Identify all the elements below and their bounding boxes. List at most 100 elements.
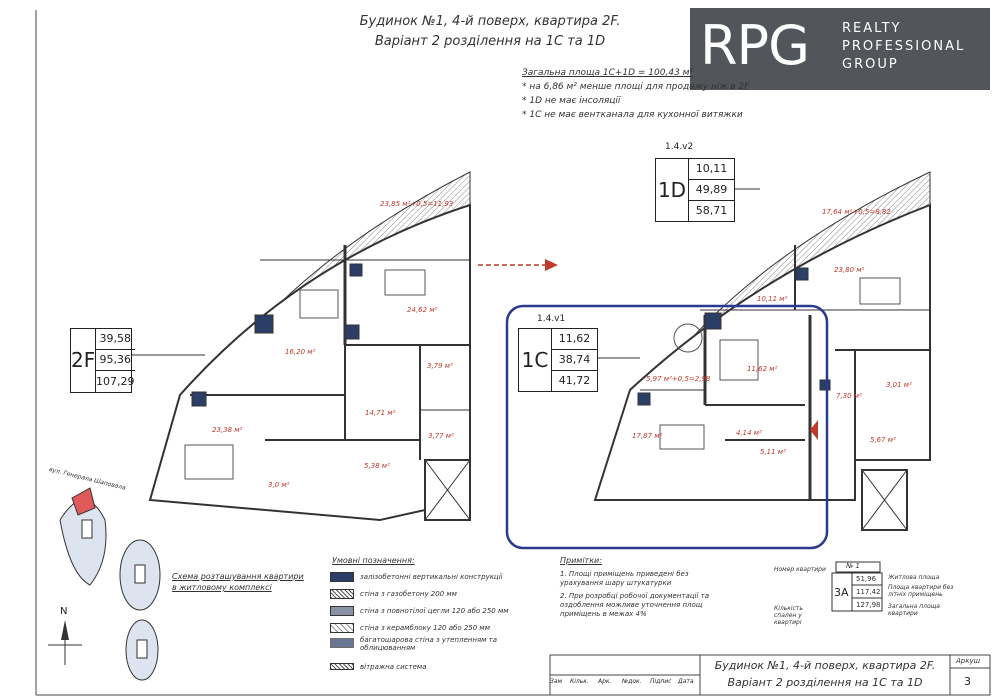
room-area: 3,77 м² [428,432,454,440]
legend-item: стіна з газобетону 200 мм [330,585,530,602]
key-right-label-1: Житлова площа [888,574,940,581]
apartment-1d-total: 58,71 [695,204,728,217]
apartment-1c-total: 41,72 [558,374,591,387]
legend-item: залізобетонні вертикальні конструкції [330,568,530,585]
header-line-2: Варіант 2 розділення на 1С та 1D [374,34,606,49]
logo-word-3: GROUP [842,57,899,72]
logo-letters: RPG [700,14,810,77]
title-block-cols: Зам Кільк. Арк. №док. Підпис Дата [550,678,700,685]
key-right-label-3: Загальна площа квартири [888,603,940,617]
room-area: 10,11 м² [757,295,788,303]
legend: залізобетонні вертикальні конструкції ст… [330,568,530,675]
title-block-col: Кільк. [570,678,589,685]
legend-item: багатошарова стіна з утепленням та облиц… [330,636,530,658]
north-arrow-icon [48,620,82,665]
legend-swatch [330,663,354,670]
apartment-1c-code: 1С [519,329,552,391]
summary-bullet-2: * 1D не має інсоляції [522,96,621,106]
room-area: 5,97 м²+0,5=2,98 [646,375,711,383]
apartment-1c-box: 1С 11,62 38,74 41,72 [518,328,598,392]
room-area: 23,38 м² [212,426,243,434]
apartment-1c-tag: 1.4.v1 [537,314,566,324]
key-right-label-2: Площа квартири без літніх приміщень [888,584,954,598]
logo-words: REALTY PROFESSIONAL GROUP [842,20,965,74]
legend-item: вітражна система [330,658,530,675]
apartment-1d-box: 1D 10,11 49,89 58,71 [655,158,735,222]
apartment-1d-living: 10,11 [689,159,734,180]
room-area: 23,80 м² [834,266,865,274]
room-area: 5,38 м² [364,462,390,470]
room-area: 17,64 м²+0,5=8,82 [822,208,891,216]
summary-bullet-1: * на 6,86 м² менше площі для продажу ніж… [522,82,750,92]
sheet-number: 3 [964,675,971,688]
note-1: 1. Площі приміщень приведені без урахува… [560,570,689,587]
room-area: 5,67 м² [870,436,896,444]
legend-label: стіна з керамблоку 120 або 250 мм [360,623,490,632]
key-left-label-1: Номер квартири [774,566,826,573]
legend-label: стіна з газобетону 200 мм [360,589,457,598]
logo-word-2: PROFESSIONAL [842,39,966,54]
legend-title: Умовні позначення: [332,556,415,565]
plan-2f [148,171,471,522]
legend-swatch [330,588,354,599]
apartment-1d-area: 49,89 [689,180,734,201]
title-block-lines [549,654,991,696]
key-value-1: 51,96 [856,575,877,583]
room-area: 3,01 м² [886,381,912,389]
header-line-1: Будинок №1, 4-й поверх, квартира 2F. [359,14,621,29]
key-value-2: 117,42 [856,588,881,596]
key-left-label-2: Кількість спален у квартирі [774,605,803,626]
scheme-caption-2: в житловому комплексі [172,583,272,592]
key-code: 3А [834,586,849,599]
plan-1c-1d [593,171,931,531]
note-2: 2. При розробці робочої документації та … [560,592,709,618]
site-scheme [59,487,161,681]
logo-word-1: REALTY [842,21,902,36]
apartment-2f-box: 2F 39,58 95,36 107,29 [70,328,135,393]
room-area: 4,14 м² [736,429,762,437]
title-block-col: Дата [678,678,694,685]
room-area: 3,79 м² [427,362,453,370]
key-box [831,561,883,612]
apartment-1c-living: 11,62 [552,329,597,350]
title-block-col: №док. [622,678,642,685]
room-area: 24,62 м² [407,306,438,314]
room-area: 3,0 м² [268,481,290,489]
legend-swatch [330,605,354,616]
room-area: 17,87 м² [632,432,663,440]
legend-label: багатошарова стіна з утепленням та облиц… [360,636,498,652]
room-area: 23,85 м²+0,5=11,93 [380,200,454,208]
legend-label: стіна з повнотілої цегли 120 або 250 мм [360,606,509,615]
split-arrow [478,259,558,271]
title-block-col: Арк. [598,678,612,685]
legend-label: залізобетонні вертикальні конструкції [360,572,503,581]
legend-item: стіна з керамблоку 120 або 250 мм [330,619,530,636]
highlight-1c-frame [505,304,829,550]
notes-title: Примітки: [560,556,602,565]
apartment-2f-code: 2F [71,329,96,392]
room-area: 11,62 м² [747,365,778,373]
apartment-1d-code: 1D [656,159,689,221]
title-block-col: Зам [550,678,563,685]
sheet-label: Аркуш [956,657,981,665]
apartment-2f-living: 39,58 [96,329,135,350]
scheme-caption-1: Схема розташування квартири [172,572,304,581]
apartment-2f-area: 95,36 [96,350,135,371]
apartment-1c-area: 38,74 [552,350,597,371]
room-area: 16,20 м² [285,348,316,356]
key-number: № 1 [846,562,860,570]
legend-label: вітражна система [360,662,427,671]
title-block-line-1: Будинок №1, 4-й поверх, квартира 2F. [714,659,936,672]
logo-band [690,8,990,90]
apartment-1d-tag: 1.4.v2 [665,142,694,152]
title-block-line-2: Варіант 2 розділення на 1С та 1D [727,676,923,689]
summary-total: Загальна площа 1С+1D = 100,43 м² [522,68,694,78]
legend-swatch [330,571,354,582]
summary-bullet-3: * 1С не має вентканала для кухонної витя… [522,110,743,120]
room-area: 5,11 м² [760,448,786,456]
legend-item: стіна з повнотілої цегли 120 або 250 мм [330,602,530,619]
apartment-2f-total: 107,29 [96,375,135,388]
title-block-col: Підпис [650,678,672,685]
north-label: N [60,606,68,617]
